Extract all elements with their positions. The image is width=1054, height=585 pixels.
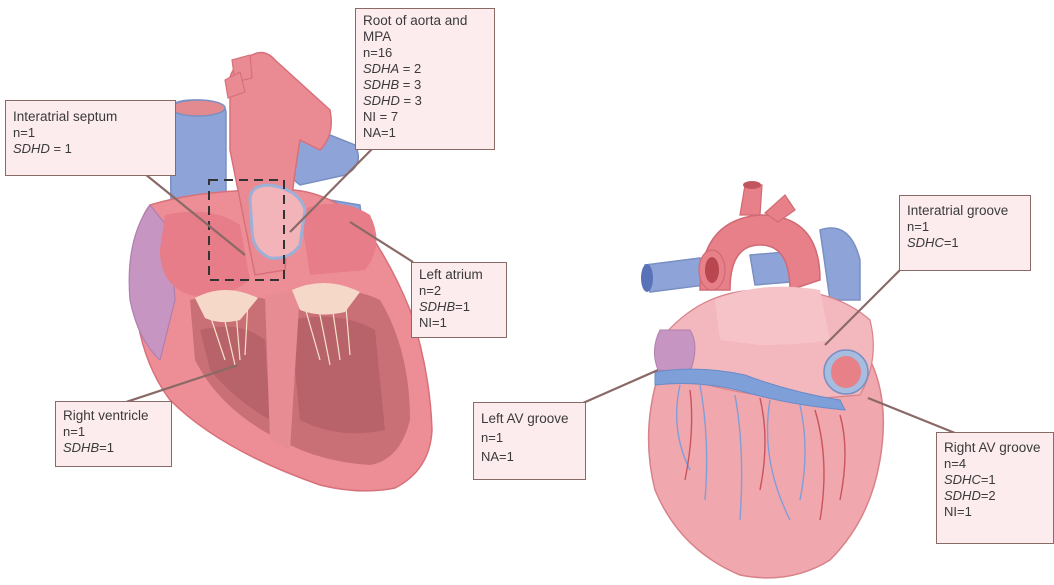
label-title: Right AV groove: [944, 440, 1046, 456]
label-row: NI = 7: [363, 109, 487, 125]
heart-external: [641, 181, 883, 578]
label-row: NI=1: [944, 504, 1046, 520]
right-atrium-chamber: [160, 212, 250, 296]
label-right-av-groove: Right AV groove n=4 SDHC=1 SDHD=2 NI=1: [936, 432, 1054, 544]
label-title: Right ventricle: [63, 408, 164, 424]
label-count: n=1: [907, 219, 1023, 235]
label-row: SDHD = 1: [13, 141, 168, 157]
label-row: SDHB=1: [63, 440, 164, 456]
label-count: n=1: [481, 430, 578, 446]
label-title: Interatrial groove: [907, 203, 1023, 219]
label-interatrial-groove: Interatrial groove n=1 SDHC=1: [899, 195, 1031, 271]
label-row: NA=1: [363, 125, 487, 141]
right-pulmonary-vessel: [645, 258, 705, 292]
label-row: SDHB=1: [419, 299, 499, 315]
label-title: Root of aorta and MPA: [363, 13, 487, 45]
label-count: n=2: [419, 283, 499, 299]
label-count: n=1: [13, 125, 168, 141]
label-title: Interatrial septum: [13, 109, 168, 125]
label-interatrial-septum: Interatrial septum n=1 SDHD = 1: [5, 100, 176, 176]
leader-left-av-groove: [583, 370, 658, 403]
label-left-atrium: Left atrium n=2 SDHB=1 NI=1: [411, 262, 507, 338]
left-atrium-chamber: [300, 204, 376, 275]
label-left-av-groove: Left AV groove n=1 NA=1: [473, 402, 586, 480]
label-root-of-aorta: Root of aorta and MPA n=16 SDHA = 2 SDHB…: [355, 8, 495, 150]
label-title: Left AV groove: [481, 411, 578, 427]
label-count: n=4: [944, 456, 1046, 472]
label-row: SDHD = 3: [363, 93, 487, 109]
label-count: n=1: [63, 424, 164, 440]
label-row: SDHD=2: [944, 488, 1046, 504]
label-row: SDHA = 2: [363, 61, 487, 77]
label-title: Left atrium: [419, 267, 499, 283]
label-row: NA=1: [481, 449, 578, 465]
label-row: SDHC=1: [907, 235, 1023, 251]
vena-cava-opening: [171, 100, 225, 116]
label-right-ventricle: Right ventricle n=1 SDHB=1: [55, 401, 172, 467]
label-row: NI=1: [419, 315, 499, 331]
label-row: SDHB = 3: [363, 77, 487, 93]
label-count: n=16: [363, 45, 487, 61]
pulmonary-artery: [250, 185, 305, 258]
label-row: SDHC=1: [944, 472, 1046, 488]
